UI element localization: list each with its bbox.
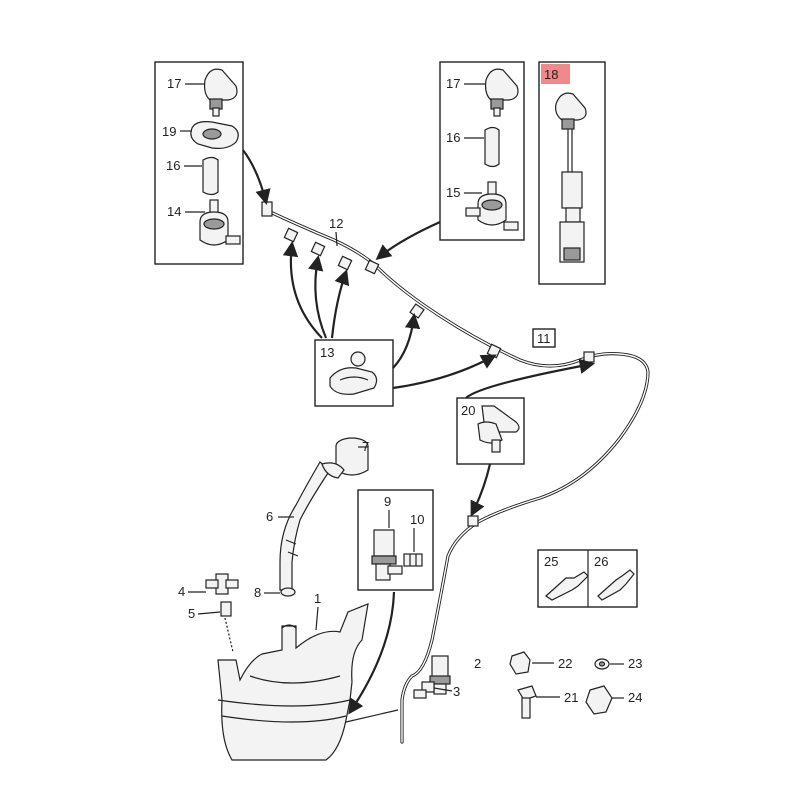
inset-box-25-26: 25 26 (537, 549, 638, 608)
callout-15: 15 (446, 185, 460, 200)
hose-assembly-12 (261, 201, 650, 744)
nozzle-part-17-b (484, 68, 519, 117)
callout-13: 13 (320, 345, 334, 360)
clip-part-20 (477, 405, 520, 453)
o-ring-part-8 (280, 587, 296, 597)
callout-10: 10 (410, 512, 424, 527)
grommet-part-10 (403, 553, 423, 567)
inset-box-right: 18 (538, 61, 606, 285)
callout-21: 21 (564, 690, 578, 705)
callout-16b: 16 (446, 130, 460, 145)
callout-4: 4 (178, 584, 185, 599)
inset-box-13: 13 (314, 339, 394, 407)
level-sensor-part-4 (205, 573, 239, 595)
callout-11: 11 (537, 331, 551, 346)
assembly-arrows (242, 149, 596, 715)
callout-19: 19 (162, 124, 176, 139)
inset-box-left: 17 19 16 14 (154, 61, 244, 265)
callout-18: 18 (544, 67, 558, 82)
elbow-part-3 (413, 681, 435, 699)
clip-part-22 (509, 651, 531, 675)
callout-box-11: 11 (532, 328, 556, 348)
inset-box-pumps: 9 10 (357, 489, 434, 591)
connector-part-25 (545, 571, 589, 601)
filler-cap-part-7 (321, 437, 369, 479)
callout-25: 25 (544, 554, 558, 569)
callout-9: 9 (384, 494, 391, 509)
callout-5: 5 (188, 606, 195, 621)
callout-23: 23 (628, 656, 642, 671)
grommet-part-5 (220, 601, 232, 617)
callout-3: 3 (453, 684, 460, 699)
bolt-part-21 (517, 685, 537, 719)
inset-box-middle: 17 16 15 (439, 61, 525, 241)
callout-2: 2 (474, 656, 481, 671)
hose-piece-16 (202, 156, 219, 196)
callout-20: 20 (461, 403, 475, 418)
heated-nozzle-part-18 (555, 92, 587, 263)
callout-8: 8 (254, 585, 261, 600)
grommet-part-19 (190, 121, 239, 149)
callout-16a: 16 (166, 158, 180, 173)
nut-part-24 (585, 685, 613, 715)
nozzle-part-17 (203, 68, 238, 117)
callout-26: 26 (594, 554, 608, 569)
check-valve-part-15 (465, 181, 519, 231)
callout-17b: 17 (446, 76, 460, 91)
callout-6: 6 (266, 509, 273, 524)
callout-22: 22 (558, 656, 572, 671)
callout-24: 24 (628, 690, 642, 705)
filler-pipe-part-6 (279, 461, 331, 591)
callout-14: 14 (167, 204, 181, 219)
hose-clip-part-13 (329, 351, 378, 395)
inset-box-20: 20 (456, 397, 525, 465)
callout-1: 1 (314, 591, 321, 606)
highlight-tag-18 (541, 64, 570, 84)
washer-part-23 (594, 658, 610, 670)
connector-part-26 (597, 569, 635, 601)
callout-17a: 17 (167, 76, 181, 91)
washer-pump-part-9 (371, 529, 403, 581)
hose-piece-16-b (484, 126, 500, 168)
washer-reservoir-part-1 (217, 603, 369, 761)
callout-12: 12 (329, 216, 343, 231)
check-valve-part-14 (199, 199, 241, 246)
